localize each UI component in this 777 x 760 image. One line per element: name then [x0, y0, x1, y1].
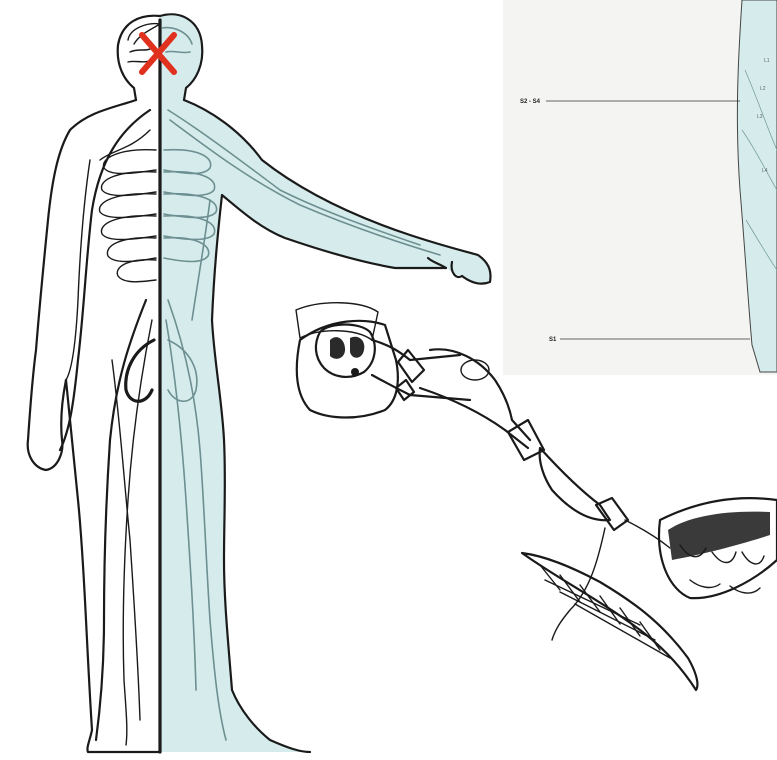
cord-cross-section: [316, 325, 375, 377]
ganglion-dot: [351, 368, 359, 376]
segment-label-l2: L2: [760, 86, 766, 92]
label-s1: S1: [549, 337, 557, 343]
grey-matter-left: [330, 337, 345, 359]
vertebral-segment: [297, 321, 398, 418]
muscle-bundle: [522, 553, 697, 690]
motor-fiber: [552, 528, 605, 640]
distal-connector: [596, 498, 628, 530]
body-tinted-half: [160, 14, 491, 752]
sensory-fiber: [625, 520, 670, 548]
peripheral-nerve: [372, 340, 670, 640]
human-figure: [28, 14, 491, 752]
skin-patch: [659, 498, 777, 598]
leg-left-outline: [66, 380, 160, 752]
segment-label-l4: L4: [762, 168, 768, 174]
grey-matter-right: [350, 337, 364, 358]
segment-label-l1: L1: [764, 58, 770, 64]
arm-underside-outline: [212, 195, 446, 752]
nerves-left: [60, 110, 154, 745]
dermatome-inset: S2 - S4 S1 L1 L2 L3 L4: [503, 0, 777, 375]
spinal-cord-section: [296, 303, 398, 418]
label-s2-s4: S2 - S4: [520, 99, 541, 105]
torso-left-outline: [28, 100, 136, 470]
segment-label-l3: L3: [757, 114, 763, 120]
